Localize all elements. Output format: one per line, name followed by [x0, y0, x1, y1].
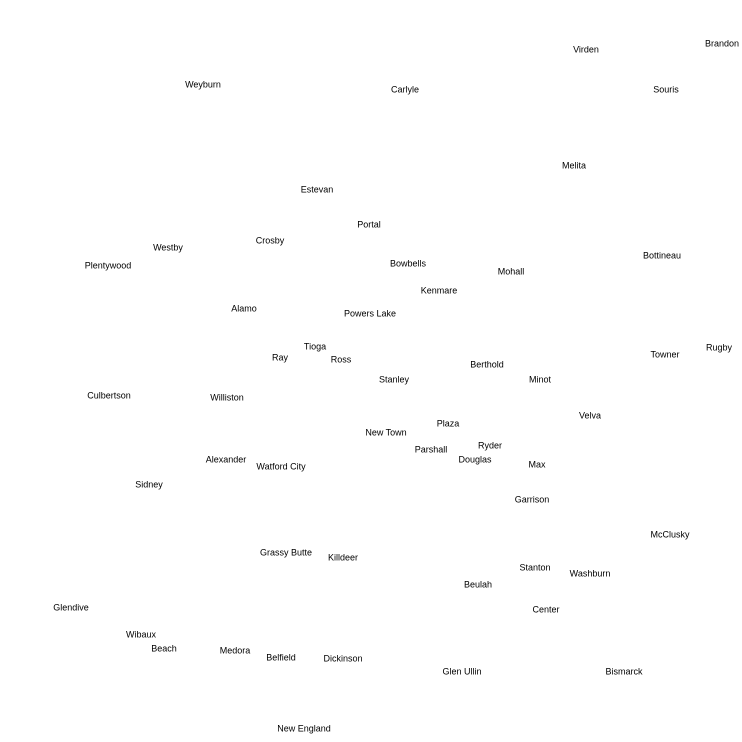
- place-label: Washburn: [569, 568, 611, 579]
- place-label: New England: [277, 723, 331, 734]
- place-label: Alamo: [231, 303, 257, 314]
- place-label: Glen Ullin: [442, 666, 482, 677]
- place-label: Mohall: [497, 266, 525, 277]
- place-label: Killdeer: [327, 552, 359, 563]
- place-label: Stanton: [519, 562, 551, 573]
- place-label: Parshall: [414, 444, 448, 455]
- place-label: Virden: [573, 44, 599, 55]
- place-label: Minot: [528, 374, 552, 385]
- place-label: Beulah: [463, 579, 493, 590]
- place-label: Wibaux: [125, 629, 157, 640]
- place-label: Glendive: [53, 602, 89, 613]
- place-label: Grassy Butte: [259, 547, 313, 558]
- place-label: Tioga: [303, 341, 327, 352]
- place-label: Weyburn: [185, 79, 221, 90]
- place-label: Estevan: [300, 184, 334, 195]
- place-label: Garrison: [514, 494, 550, 505]
- place-label: Carlyle: [390, 84, 420, 95]
- place-label: Bismarck: [605, 666, 643, 677]
- place-label: Berthold: [470, 359, 504, 370]
- place-label: Ray: [271, 352, 289, 363]
- place-label: Douglas: [458, 454, 492, 465]
- place-label: Culbertson: [87, 390, 131, 401]
- place-label: Plentywood: [84, 260, 132, 271]
- place-label: Melita: [561, 160, 587, 171]
- place-label: Rugby: [705, 342, 733, 353]
- place-label: Medora: [219, 645, 251, 656]
- place-label: Brandon: [704, 38, 740, 49]
- place-label: Belfield: [266, 652, 296, 663]
- place-label: Center: [532, 604, 560, 615]
- place-label: Towner: [650, 349, 680, 360]
- place-label: New Town: [365, 427, 407, 438]
- place-label: Crosby: [255, 235, 285, 246]
- place-label: Max: [528, 459, 546, 470]
- place-label: Beach: [151, 643, 177, 654]
- place-label: Alexander: [205, 454, 247, 465]
- place-label: Kenmare: [420, 285, 458, 296]
- place-label: Sidney: [135, 479, 163, 490]
- place-label: Ross: [330, 354, 352, 365]
- place-label: Westby: [153, 242, 183, 253]
- place-label: Portal: [357, 219, 381, 230]
- place-label: Velva: [578, 410, 602, 421]
- place-label: Souris: [653, 84, 679, 95]
- place-label: Ryder: [477, 440, 503, 451]
- place-label: Stanley: [378, 374, 410, 385]
- place-label: Williston: [210, 392, 244, 403]
- place-label: Bowbells: [389, 258, 427, 269]
- place-label: Plaza: [436, 418, 460, 429]
- place-label: Bottineau: [642, 250, 682, 261]
- place-label: Dickinson: [323, 653, 363, 664]
- place-label: McClusky: [650, 529, 690, 540]
- place-label: Powers Lake: [343, 308, 397, 319]
- place-label: Watford City: [256, 461, 306, 472]
